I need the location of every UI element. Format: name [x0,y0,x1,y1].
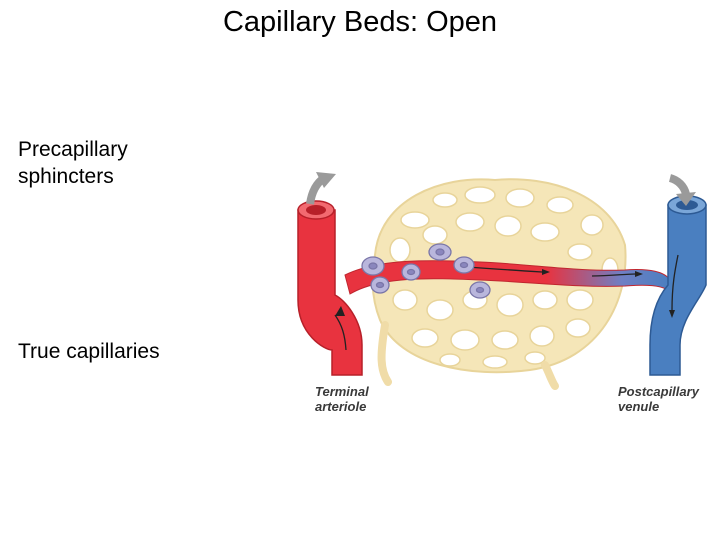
true-capillaries-label: True capillaries [18,340,160,363]
precapillary-sphincters [361,243,491,299]
postcapillary-venule-label-1: Postcapillary [618,384,700,399]
sphincter [361,256,385,276]
precapillary-sphincters-text: Precapillary sphincters [18,138,128,188]
sphincter [469,281,491,299]
slide-title: Capillary Beds: Open [222,6,498,38]
sphincter [370,276,390,294]
terminal-arteriole-label-2: arteriole [315,399,366,414]
terminal-arteriole-label-1: Terminal [315,384,369,399]
outflow-arrow-icon [668,174,696,206]
terminal-arteriole [297,200,363,376]
sphincter [453,256,475,274]
sphincter [428,243,452,261]
inflow-arrow-icon [306,172,336,205]
postcapillary-venule-label-2: venule [618,399,659,414]
capillary-bed-diagram: Terminal arteriole Postcapillary venule [297,172,707,414]
precapillary-sphincters-label: Precapillary sphincters [18,136,178,190]
sphincter [401,263,421,281]
